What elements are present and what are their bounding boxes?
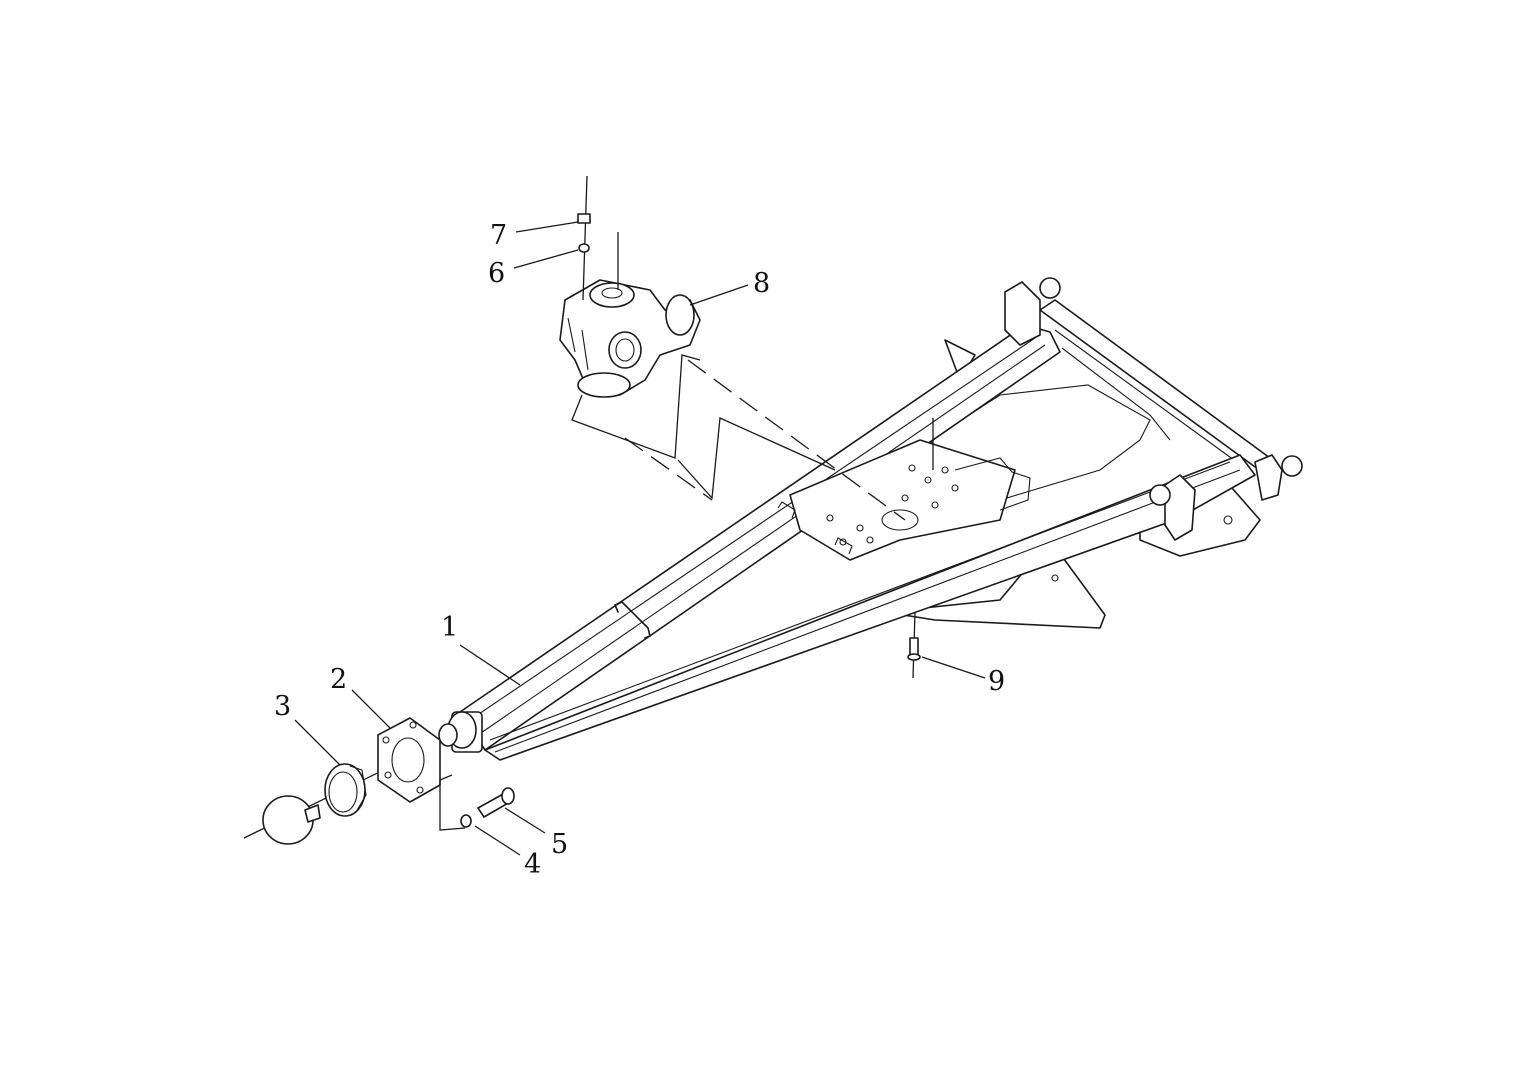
fin-hole	[1051, 574, 1059, 582]
left-rear-bracket	[1004, 281, 1041, 346]
hitch-pin	[438, 723, 458, 747]
plate-hole	[931, 501, 939, 509]
lock-washer	[578, 243, 590, 253]
gearbox-output-shaft	[665, 294, 695, 336]
leader-9	[921, 656, 986, 679]
plate-hole	[941, 466, 949, 474]
right-rear-bracket	[1164, 474, 1196, 541]
gearbox-side-port	[608, 331, 642, 369]
pin-and-ring	[460, 787, 515, 828]
leader-6	[513, 249, 579, 269]
leader-lines	[294, 221, 986, 856]
center-opening	[881, 509, 919, 531]
leader-8	[689, 284, 749, 306]
gearbox-top-flange	[589, 282, 635, 308]
leader-5	[504, 807, 546, 834]
callout-6: 6	[488, 258, 505, 289]
callout-1: 1	[441, 612, 458, 643]
retaining-ring	[460, 814, 472, 828]
plate-hole	[951, 484, 959, 492]
callout-8: 8	[753, 268, 770, 299]
callout-3: 3	[274, 691, 291, 722]
leader-3	[294, 719, 341, 766]
bolt-washer-stack	[577, 175, 591, 301]
plate-hole	[866, 536, 874, 544]
plate-hole	[901, 494, 909, 502]
lower-bolt-head	[907, 653, 921, 661]
callout-5: 5	[551, 829, 568, 860]
rear-side-plate	[954, 457, 1031, 511]
callout-4: 4	[524, 849, 541, 880]
leader-2	[351, 689, 391, 729]
bolt-head	[577, 213, 591, 224]
callout-2: 2	[330, 664, 347, 695]
leader-7	[515, 221, 579, 233]
right-beam	[484, 454, 1256, 761]
lower-bolt	[907, 611, 921, 679]
flange-plate	[377, 717, 441, 803]
gearbox-bottom-flange	[577, 372, 631, 398]
left-beam	[459, 324, 1061, 751]
hitch-ball	[262, 795, 314, 845]
leader-4	[474, 825, 521, 856]
beam-handle	[614, 601, 651, 639]
far-right-ball	[1281, 455, 1303, 477]
plate-hole	[908, 464, 916, 472]
plate-hole	[826, 514, 834, 522]
leader-1	[459, 644, 521, 686]
plate-hole	[856, 524, 864, 532]
staple	[834, 537, 853, 555]
callout-7: 7	[490, 220, 507, 251]
callout-labels: 1 2 3 4 5 6 7 8 9	[274, 220, 1005, 880]
left-rear-ball	[1039, 277, 1061, 299]
main-frame	[438, 277, 1303, 761]
far-right-bracket	[1254, 454, 1283, 501]
right-rear-ball	[1149, 484, 1171, 506]
plate-hole	[924, 476, 932, 484]
callout-9: 9	[988, 666, 1005, 697]
staple	[777, 501, 796, 519]
base-plate-hole	[1223, 515, 1233, 525]
gearbox	[559, 232, 701, 398]
gearbox-placement-lines	[571, 354, 934, 521]
front-parts	[243, 717, 466, 845]
pin-head	[501, 787, 515, 805]
